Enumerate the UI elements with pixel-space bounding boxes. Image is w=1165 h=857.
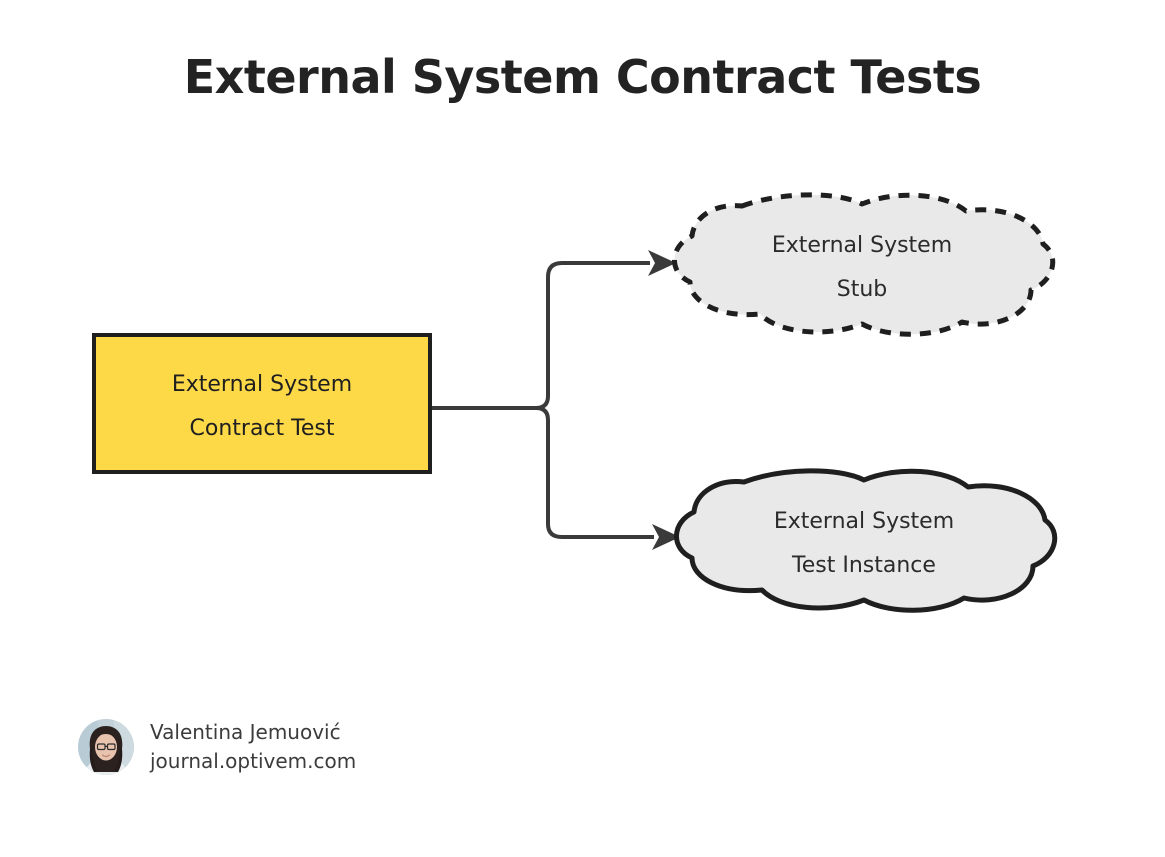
page-title: External System Contract Tests <box>183 50 982 104</box>
footer-site-url: journal.optivem.com <box>150 749 357 773</box>
avatar-portrait-icon <box>78 719 134 775</box>
contract-test-label-line-1: External System <box>172 372 352 397</box>
contract-test-label-line-2: Contract Test <box>190 416 335 441</box>
test-instance-label-line-1: External System <box>774 509 954 534</box>
edge-to-test-instance <box>535 406 654 539</box>
arrowhead-to-stub <box>648 250 676 276</box>
node-external-system-test-instance[interactable]: External System Test Instance <box>674 468 1058 613</box>
footer-attribution: Valentina Jemuović journal.optivem.com <box>78 718 356 776</box>
stub-cloud-shape[interactable] <box>672 192 1056 337</box>
footer-text-block: Valentina Jemuović journal.optivem.com <box>150 718 356 776</box>
edge-to-stub <box>535 261 650 410</box>
node-contract-test[interactable]: External System Contract Test <box>92 333 432 474</box>
test-instance-label-line-2: Test Instance <box>791 553 936 578</box>
test-instance-cloud-shape[interactable] <box>674 468 1058 613</box>
stub-label-line-2: Stub <box>837 277 888 302</box>
node-external-system-stub[interactable]: External System Stub <box>672 192 1056 337</box>
avatar <box>78 719 134 775</box>
stub-label-line-1: External System <box>772 233 952 258</box>
edge-group <box>430 250 680 550</box>
arrowhead-to-test-instance <box>652 524 680 550</box>
footer-author-name: Valentina Jemuović <box>150 720 341 744</box>
contract-test-box[interactable] <box>92 333 432 474</box>
